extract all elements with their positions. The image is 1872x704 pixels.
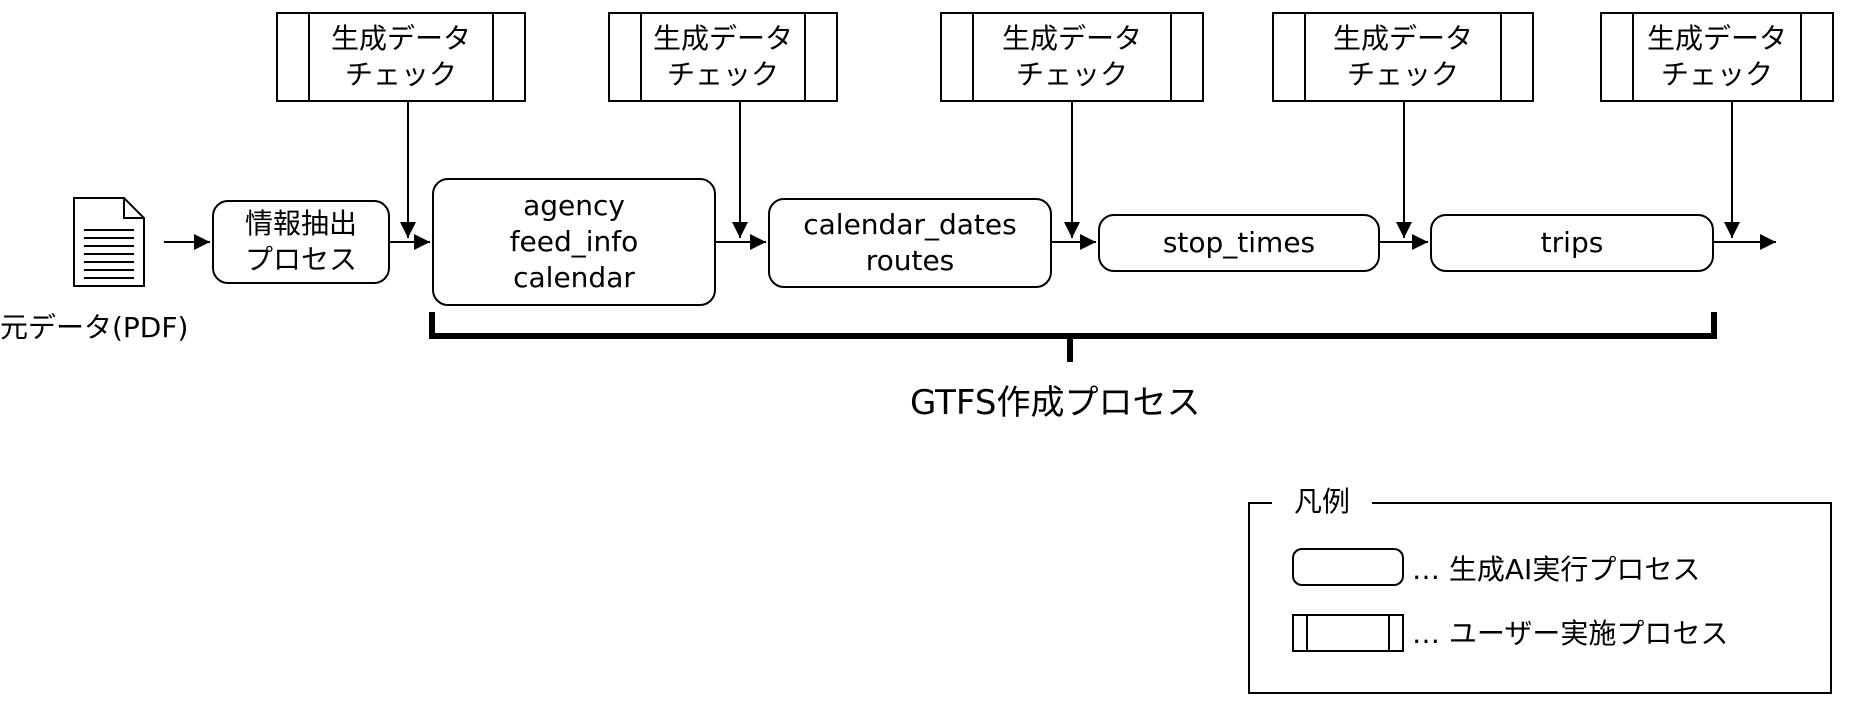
- process-check-1: 生成データ チェック: [276, 12, 526, 102]
- process-check-2-line1: 生成データ: [652, 22, 793, 55]
- process-check-3: 生成データ チェック: [940, 12, 1204, 102]
- process-check-1-line2: チェック: [344, 58, 457, 91]
- process-ai-2-line1: calendar_dates: [803, 208, 1017, 241]
- process-check-1-line1: 生成データ: [330, 22, 471, 55]
- process-ai-1-line2: feed_info: [509, 225, 639, 258]
- process-check-2-line2: チェック: [666, 58, 779, 91]
- process-check-5: 生成データ チェック: [1600, 12, 1834, 102]
- legend-box: [1248, 502, 1832, 694]
- process-check-4-line1: 生成データ: [1332, 22, 1473, 55]
- group-label: GTFS作成プロセス: [910, 383, 1201, 423]
- process-ai-4: trips: [1430, 214, 1714, 272]
- process-check-3-line1: 生成データ: [1001, 22, 1142, 55]
- process-ai-3-line1: stop_times: [1162, 226, 1316, 259]
- process-check-5-line1: 生成データ: [1646, 22, 1787, 55]
- process-extract: 情報抽出 プロセス: [212, 200, 390, 284]
- process-ai-2-line2: routes: [865, 244, 955, 277]
- process-ai-3: stop_times: [1098, 214, 1380, 272]
- process-ai-1: agency feed_info calendar: [432, 178, 716, 306]
- legend-user-swatch: [1292, 614, 1404, 652]
- process-extract-line1: 情報抽出: [244, 207, 357, 240]
- process-ai-4-line1: trips: [1540, 226, 1604, 259]
- process-check-2: 生成データ チェック: [608, 12, 838, 102]
- source-label: 元データ(PDF): [0, 311, 189, 344]
- process-ai-2: calendar_dates routes: [768, 198, 1052, 288]
- process-extract-line2: プロセス: [244, 243, 357, 276]
- process-check-3-line2: チェック: [1015, 58, 1128, 91]
- group-brace: [429, 312, 1717, 362]
- legend-user-label: … ユーザー実施プロセス: [1412, 617, 1729, 650]
- legend-ai-swatch: [1292, 548, 1404, 586]
- process-ai-1-line1: agency: [523, 189, 625, 222]
- process-ai-1-line3: calendar: [513, 261, 635, 294]
- document-icon: [73, 197, 145, 287]
- process-check-4-line2: チェック: [1346, 58, 1459, 91]
- legend-title: 凡例: [1272, 484, 1373, 520]
- process-check-4: 生成データ チェック: [1272, 12, 1534, 102]
- legend-ai-label: … 生成AI実行プロセス: [1412, 553, 1701, 586]
- process-check-5-line2: チェック: [1660, 58, 1773, 91]
